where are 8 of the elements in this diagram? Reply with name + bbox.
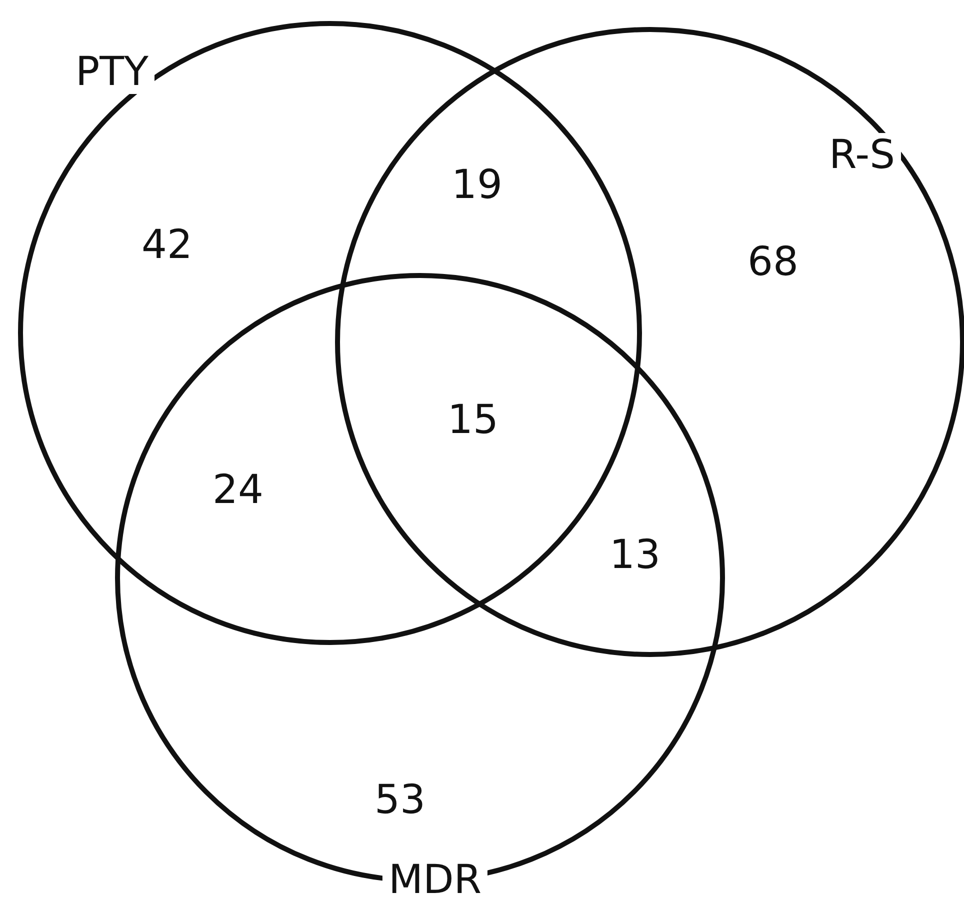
region-count: 68	[748, 240, 798, 284]
region-count: 13	[610, 533, 660, 577]
region-count: 19	[452, 163, 502, 207]
region-count: 24	[212, 468, 264, 512]
region-count: 53	[374, 778, 426, 822]
set-circle	[335, 27, 964, 657]
region-count: 42	[142, 223, 192, 267]
region-count: 15	[448, 398, 498, 442]
